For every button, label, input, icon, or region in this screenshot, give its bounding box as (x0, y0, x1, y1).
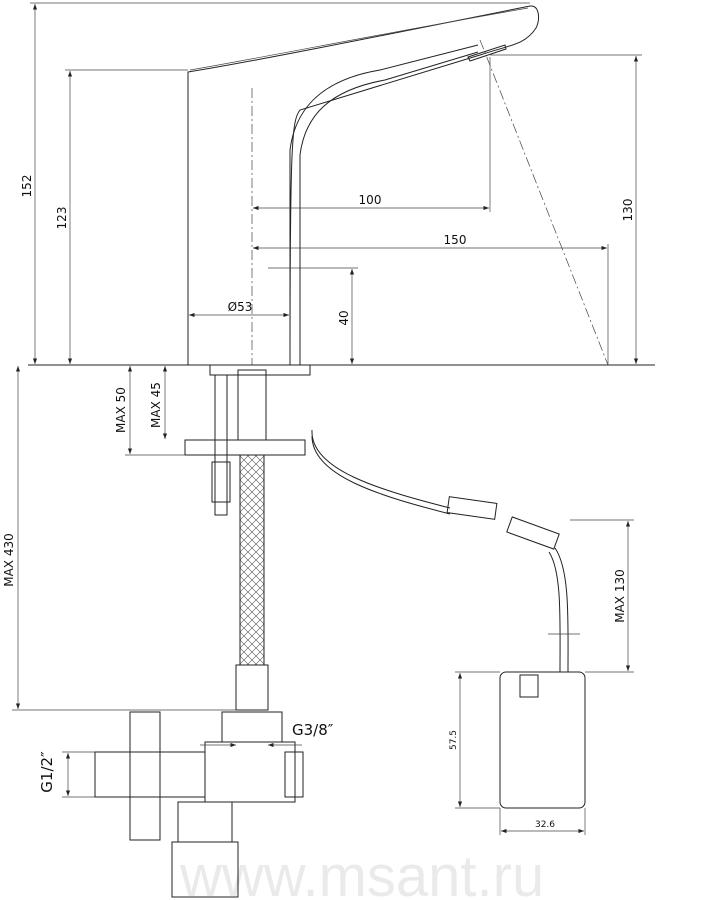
dim-max45-label: MAX 45 (149, 382, 163, 428)
dim-max50-label: MAX 50 (114, 387, 128, 433)
control-box (499, 671, 586, 809)
angle-valve (94, 711, 304, 898)
watermark: www.msant.ru (179, 844, 544, 900)
dim-max430-label: MAX 430 (2, 533, 16, 587)
dim-diameter-label: Ø53 (228, 300, 253, 314)
cable-connector (446, 496, 498, 520)
faucet-body (187, 5, 539, 366)
dim-123-label: 123 (55, 207, 69, 230)
sensor-cable (311, 429, 451, 509)
cable-connector (506, 516, 560, 550)
thread-g12-label: G1/2″ (38, 751, 56, 793)
dim-150-label: 150 (444, 233, 467, 247)
thread-g38-label: G3/8″ (292, 721, 334, 739)
dim-57-5-label: 57.5 (449, 730, 459, 750)
dim-152-label: 152 (20, 175, 34, 198)
dim-32-6-label: 32.6 (535, 820, 555, 830)
dim-max130-label: MAX 130 (613, 569, 627, 623)
dim-100-label: 100 (359, 193, 382, 207)
flexible-hose (235, 369, 269, 711)
sensor-ray (479, 39, 609, 366)
dim-130-label: 130 (621, 199, 635, 222)
dim-40-label: 40 (337, 310, 351, 325)
